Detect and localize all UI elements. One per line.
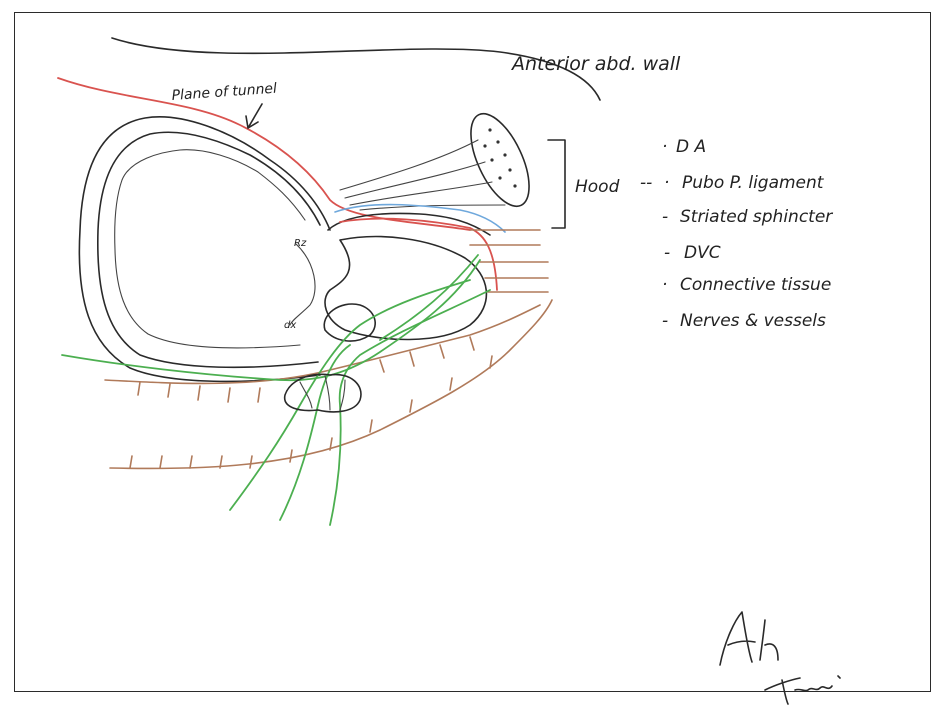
nerve-bundle-3: [280, 345, 350, 520]
puboprostatic-ligament: [340, 140, 505, 210]
hood-label: Hood: [575, 177, 620, 197]
rectum-hatching: [130, 337, 492, 468]
hood-item-nerves-vessels: Nerves & vessels: [680, 311, 826, 331]
fascia-layer: [335, 205, 505, 232]
hood-bracket: [548, 140, 565, 228]
pubic-bone: [459, 105, 541, 214]
hood-dash: --: [640, 173, 652, 193]
nerve-bundle-1: [62, 260, 480, 380]
pubic-bone-stipple: [483, 128, 516, 187]
bladder-lumen-scallop: [115, 150, 305, 348]
svg-text:-: -: [662, 207, 668, 227]
nerve-bundle-5: [380, 255, 478, 340]
prostate-upper-border: [328, 213, 490, 235]
urethra-lines: [470, 230, 548, 292]
svg-text:-: -: [664, 243, 670, 263]
hood-item-da: D A: [676, 137, 706, 157]
nerve-bundle-2: [230, 280, 470, 510]
bladder-tag-bottom: dx: [284, 320, 296, 331]
plane-arrow: [246, 104, 262, 128]
anterior-wall-label: Anterior abd. wall: [510, 53, 681, 75]
bladder-tag-top: Rz: [294, 238, 307, 249]
svg-text:·: ·: [664, 173, 669, 193]
svg-text:·: ·: [662, 137, 667, 157]
hood-component-list: · D A · Pubo P. ligament - Striated sphi…: [662, 137, 833, 331]
plane-of-tunnel-label: Plane of tunnel: [171, 81, 277, 104]
hood-item-dvc: DVC: [684, 243, 721, 263]
catheter-curve: [290, 244, 315, 325]
svg-text:-: -: [662, 311, 668, 331]
svg-text:·: ·: [662, 275, 667, 295]
hood-item-connective-tissue: Connective tissue: [680, 275, 831, 295]
hood-item-striated-sphincter: Striated sphincter: [680, 207, 833, 227]
signature: [720, 612, 840, 704]
rectum-inner: [105, 305, 540, 383]
prostate-body: [325, 237, 486, 340]
hood-item-pubo-ligament: Pubo P. ligament: [682, 173, 825, 193]
